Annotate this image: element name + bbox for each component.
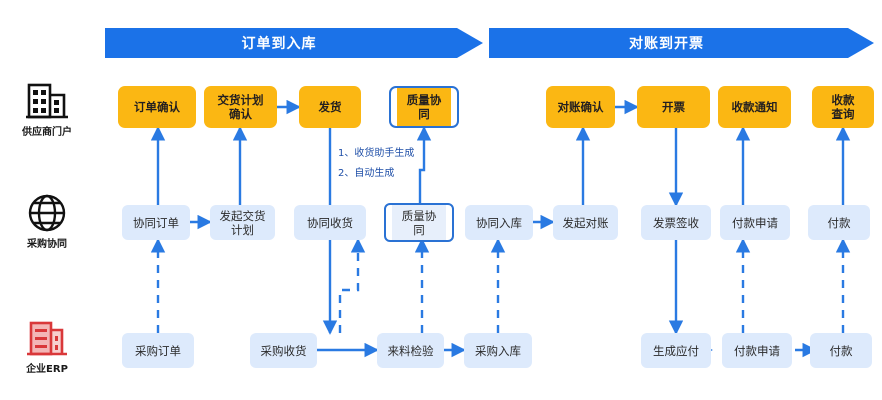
node-label: 订单确认 bbox=[134, 100, 180, 114]
node-collab-order[interactable]: 协同订单 bbox=[122, 205, 190, 240]
node-initiate-delivery-plan[interactable]: 发起交货计划 bbox=[210, 205, 275, 240]
globe-icon bbox=[8, 190, 86, 236]
node-incoming-inspection[interactable]: 来料检验 bbox=[377, 333, 444, 368]
node-label: 协同订单 bbox=[133, 215, 179, 230]
node-purchase-warehouse-in[interactable]: 采购入库 bbox=[464, 333, 532, 368]
node-label: 发起交货计划 bbox=[219, 208, 266, 237]
lane-supplier-portal: 供应商门户 bbox=[8, 78, 86, 139]
lane-label: 采购协同 bbox=[27, 239, 67, 250]
node-purchase-order[interactable]: 采购订单 bbox=[122, 333, 194, 368]
node-label: 生成应付 bbox=[653, 343, 699, 358]
node-quality-collab-collab[interactable]: 质量协同 bbox=[384, 203, 454, 242]
node-label: 对账确认 bbox=[557, 100, 604, 114]
node-label: 协同收货 bbox=[307, 215, 353, 230]
node-label: 采购订单 bbox=[135, 343, 181, 358]
node-collab-warehouse-in[interactable]: 协同入库 bbox=[465, 205, 533, 240]
node-payment-request-erp[interactable]: 付款申请 bbox=[722, 333, 792, 368]
node-label: 交货计划确认 bbox=[217, 93, 264, 121]
banner-reconcile-to-invoice: 对账到开票 bbox=[489, 28, 874, 58]
node-label: 发货 bbox=[318, 100, 342, 114]
node-label: 发票签收 bbox=[653, 215, 699, 230]
lane-enterprise-erp: 企业ERP bbox=[8, 315, 86, 376]
lane-procurement-collab: 采购协同 bbox=[8, 190, 86, 251]
node-payment-erp[interactable]: 付款 bbox=[810, 333, 872, 368]
node-payment-collab[interactable]: 付款 bbox=[808, 205, 870, 240]
note-1: 1、收货助手生成 bbox=[338, 148, 415, 159]
node-initiate-reconcile[interactable]: 发起对账 bbox=[553, 205, 618, 240]
building-icon bbox=[8, 78, 86, 124]
node-label: 来料检验 bbox=[387, 343, 434, 358]
node-delivery-plan-confirm[interactable]: 交货计划确认 bbox=[204, 86, 277, 128]
node-label: 采购收货 bbox=[260, 343, 307, 358]
node-label: 质量协同 bbox=[392, 205, 446, 240]
node-purchase-receipt[interactable]: 采购收货 bbox=[250, 333, 317, 368]
node-payment-request-collab[interactable]: 付款申请 bbox=[720, 205, 790, 240]
node-label: 开票 bbox=[662, 100, 685, 114]
node-label: 付款 bbox=[827, 215, 851, 230]
node-label: 采购入库 bbox=[475, 343, 521, 358]
node-ship-goods[interactable]: 发货 bbox=[299, 86, 361, 128]
node-label: 付款申请 bbox=[734, 343, 780, 358]
node-generate-payable[interactable]: 生成应付 bbox=[641, 333, 711, 368]
node-order-confirm[interactable]: 订单确认 bbox=[118, 86, 196, 128]
node-quality-collab-supplier[interactable]: 质量协同 bbox=[389, 86, 459, 128]
node-payment-query[interactable]: 收款查询 bbox=[812, 86, 874, 128]
banner-label: 订单到入库 bbox=[241, 36, 317, 52]
node-label: 收款通知 bbox=[731, 100, 778, 114]
node-issue-invoice[interactable]: 开票 bbox=[637, 86, 710, 128]
node-label: 付款 bbox=[829, 343, 853, 358]
node-collab-receive[interactable]: 协同收货 bbox=[294, 205, 366, 240]
node-label: 质量协同 bbox=[397, 88, 451, 126]
node-label: 收款查询 bbox=[831, 93, 855, 121]
lane-label: 企业ERP bbox=[26, 364, 68, 375]
node-label: 协同入库 bbox=[476, 215, 522, 230]
node-label: 发起对账 bbox=[562, 215, 609, 230]
lane-label: 供应商门户 bbox=[22, 127, 72, 138]
enterprise-icon bbox=[8, 315, 86, 361]
node-invoice-signoff[interactable]: 发票签收 bbox=[641, 205, 711, 240]
banner-label: 对账到开票 bbox=[629, 36, 704, 52]
node-reconcile-confirm[interactable]: 对账确认 bbox=[546, 86, 615, 128]
node-payment-notice[interactable]: 收款通知 bbox=[718, 86, 791, 128]
note-2: 2、自动生成 bbox=[338, 168, 395, 179]
banner-order-to-warehouse: 订单到入库 bbox=[105, 28, 483, 58]
node-label: 付款申请 bbox=[732, 215, 778, 230]
